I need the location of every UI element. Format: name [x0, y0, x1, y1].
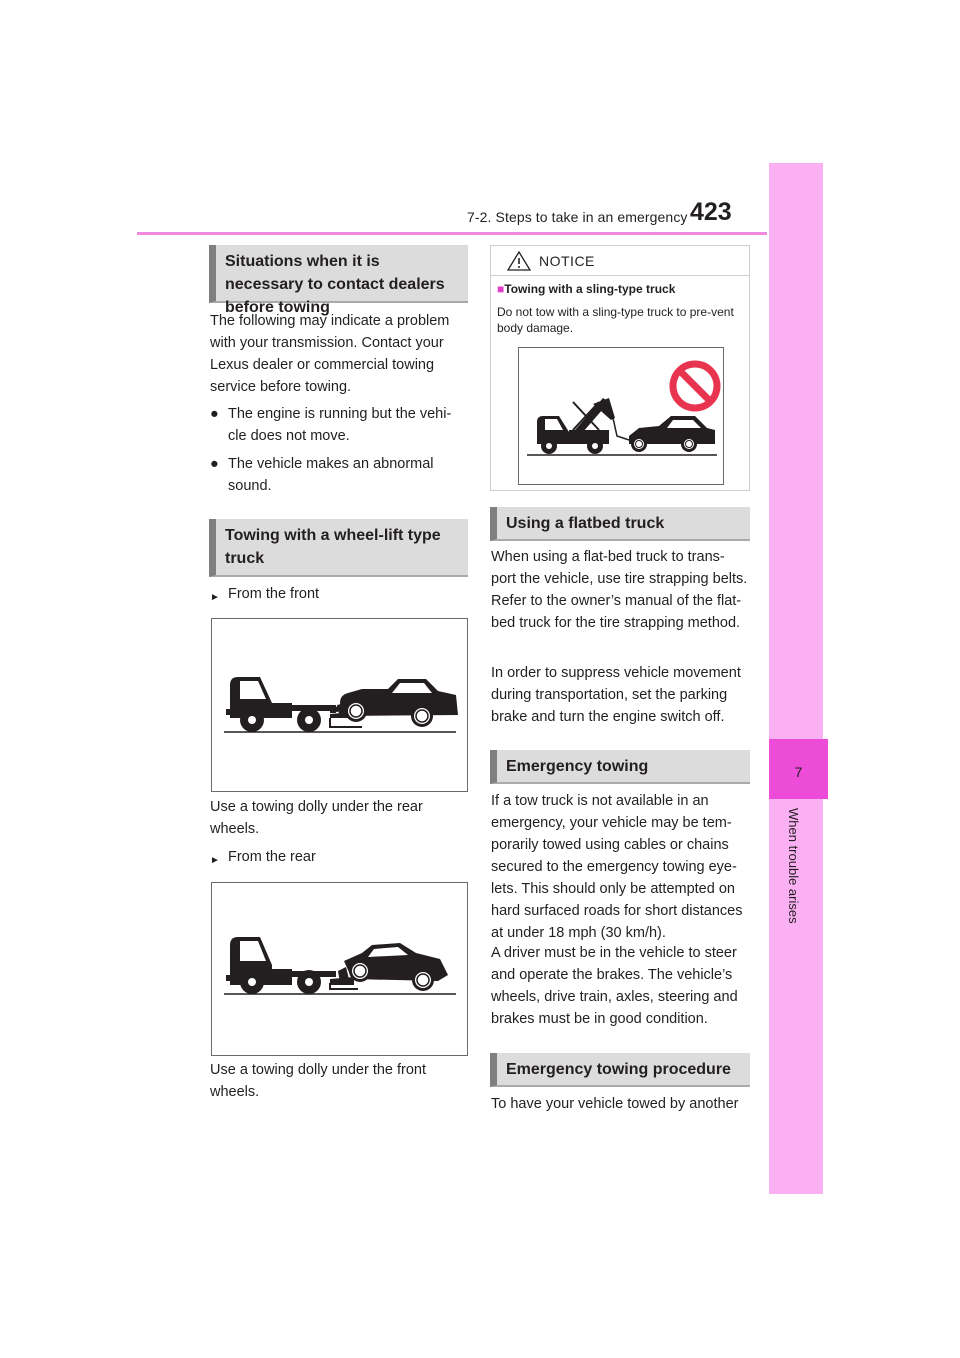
prohibited-sign-icon	[669, 360, 721, 412]
towing-rear-illustration	[211, 882, 468, 1056]
flatbed-paragraph-1: When using a flat-bed truck to trans-por…	[491, 549, 748, 631]
heading-contact-dealers: Situations when it is necessary to conta…	[209, 245, 468, 316]
emergency-paragraph-2: A driver must be in the vehicle to steer…	[491, 945, 738, 1027]
notice-title: NOTICE	[539, 253, 595, 269]
sling-truck-icon	[527, 360, 721, 456]
heading-towing-procedure: Emergency towing procedure	[490, 1053, 750, 1087]
bullet-dot-icon: ●	[210, 456, 219, 472]
front-caption: Use a towing dolly under the rear wheels…	[210, 799, 423, 837]
triangle-arrow-icon: ►	[210, 592, 220, 603]
chapter-tab-strip	[769, 163, 823, 1194]
heading-emergency-towing: Emergency towing	[490, 750, 750, 784]
page-number: 423	[690, 198, 732, 226]
bullet-dot-icon: ●	[210, 406, 219, 422]
contact-dealers-paragraph: The following may indicate a problem wit…	[210, 313, 450, 395]
notice-text: Do not tow with a sling-type truck to pr…	[497, 305, 734, 335]
flatbed-paragraph-2: In order to suppress vehicle movement du…	[491, 665, 741, 725]
heading-wheel-lift: Towing with a wheel-lift type truck	[209, 519, 468, 577]
triangle-arrow-icon: ►	[210, 855, 220, 866]
chapter-number-box[interactable]	[769, 739, 828, 799]
warning-triangle-icon	[507, 251, 531, 271]
notice-header: NOTICE	[491, 246, 749, 276]
section-title: 7-2. Steps to take in an emergency	[467, 209, 688, 225]
header-rule	[137, 232, 767, 235]
square-bullet-icon: ■	[497, 282, 505, 296]
rear-label: ► From the rear	[210, 846, 468, 868]
notice-subheading: ■Towing with a sling-type truck	[497, 282, 676, 296]
heading-flatbed: Using a flatbed truck	[490, 507, 750, 541]
tow-truck-front-icon	[224, 677, 458, 733]
front-label: ► From the front	[210, 583, 468, 605]
rear-caption: Use a towing dolly under the front wheel…	[210, 1062, 427, 1100]
procedure-paragraph: To have your vehicle towed by another	[491, 1096, 739, 1112]
sling-truck-illustration	[518, 347, 724, 485]
list-item: ● The engine is running but the vehi-cle…	[210, 403, 468, 449]
list-item: ● The vehicle makes an abnormal sound.	[210, 453, 468, 499]
notice-box: NOTICE ■Towing with a sling-type truck D…	[490, 245, 750, 491]
tow-truck-rear-icon	[224, 937, 456, 995]
emergency-paragraph-1: If a tow truck is not available in an em…	[491, 793, 743, 941]
chapter-title: When trouble arises	[786, 808, 801, 924]
towing-front-illustration	[211, 618, 468, 792]
chapter-number: 7	[794, 764, 803, 780]
